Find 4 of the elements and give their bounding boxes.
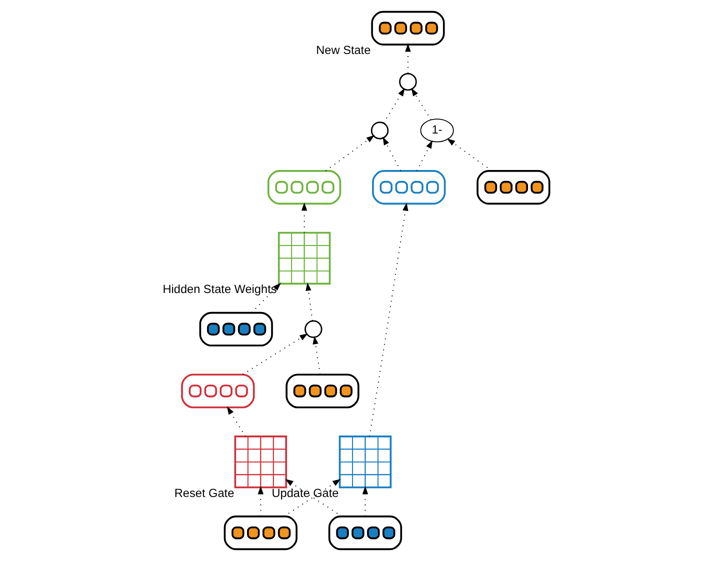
node-label: Hidden State Weights: [162, 282, 276, 296]
node-label: Update Gate: [271, 486, 338, 500]
node-label: Reset Gate: [174, 486, 234, 500]
node-label: New State: [316, 42, 370, 57]
